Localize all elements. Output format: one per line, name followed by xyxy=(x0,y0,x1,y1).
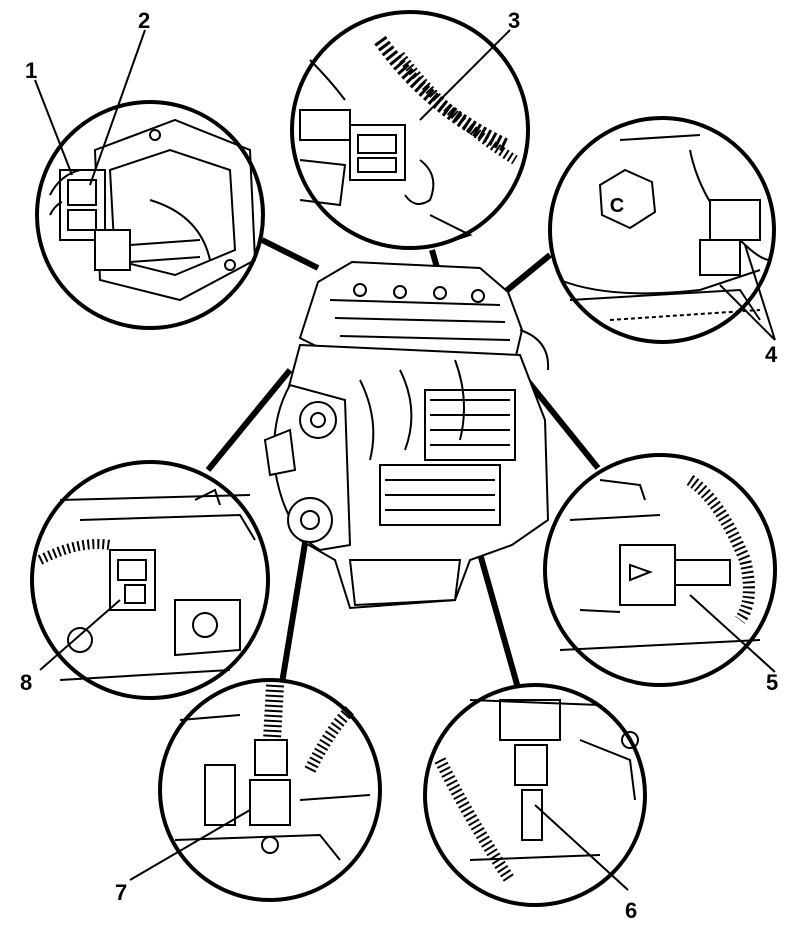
detail-circle-middle-left xyxy=(30,460,270,700)
callout-5: 5 xyxy=(766,670,778,695)
callout-8: 8 xyxy=(20,670,32,695)
callout-2: 2 xyxy=(138,8,150,33)
callout-6: 6 xyxy=(625,898,637,923)
detail-circle-middle-right xyxy=(543,453,777,687)
detail-circle-bottom-right xyxy=(423,683,647,907)
callout-7: 7 xyxy=(115,880,127,905)
callout-4: 4 xyxy=(765,342,778,367)
detail-label-c: C xyxy=(610,195,624,217)
detail-circle-bottom-left xyxy=(158,678,382,902)
engine-assembly xyxy=(263,260,550,610)
callout-3: 3 xyxy=(508,8,520,33)
detail-circle-top-right: C xyxy=(548,116,776,344)
callout-1: 1 xyxy=(25,58,37,83)
callout-leaders xyxy=(34,29,776,891)
detail-circle-top-left xyxy=(35,100,265,330)
